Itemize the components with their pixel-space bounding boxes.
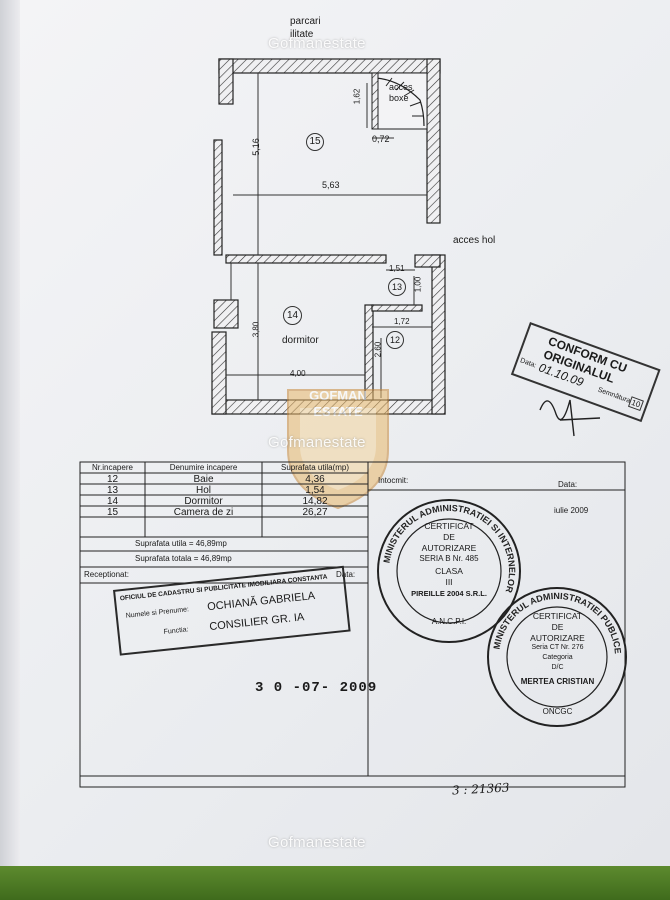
stamp1-bottom: A.N.C.P.I. <box>431 617 467 626</box>
stamp2-l4: Seria CT Nr. 276 <box>531 644 584 651</box>
watermark-bottom: Gofmanestate <box>268 834 366 851</box>
logo-text-1: GOFMAN <box>309 388 367 403</box>
stair-label-1: acces <box>389 82 413 92</box>
stamp2-l2: DE <box>551 622 564 632</box>
stamp1-l4: SERIA B Nr. 485 <box>419 554 479 563</box>
room-number-12: 12 <box>386 331 404 349</box>
row-14-area: 14,82 <box>302 496 328 507</box>
dim-172: 1,72 <box>394 317 410 326</box>
background-grass <box>0 866 670 900</box>
prepared-date-label: Data: <box>558 480 578 489</box>
total-area: Suprafata totala = 46,89mp <box>135 554 232 563</box>
watermark-middle: Gofmanestate <box>268 434 366 451</box>
stamp2-l1: CERTIFICAT <box>532 611 583 621</box>
room-number-14: 14 <box>283 306 302 325</box>
upper-room-walls <box>213 58 441 264</box>
row-15-area: 26,27 <box>302 507 328 518</box>
stamp1-l6: III <box>445 577 453 587</box>
row-15-nr: 15 <box>106 507 119 518</box>
page-edge <box>0 0 20 868</box>
row-13-name: Hol <box>195 485 211 496</box>
stamp1-l7: PIREILLE 2004 S.R.L. <box>411 589 487 598</box>
stamp1-l2: DE <box>443 532 455 542</box>
row-12-area: 4,36 <box>305 474 325 485</box>
logo-text-2: ESTATE <box>313 404 363 419</box>
stamp2-l6: D/C <box>551 664 564 671</box>
row-13-area: 1,54 <box>305 485 325 496</box>
stair-label-2: boxe <box>389 93 409 103</box>
header-area: Suprafata utila(mp) <box>280 463 350 472</box>
bedroom-label: dormitor <box>282 335 319 346</box>
row-14-nr: 14 <box>106 496 119 507</box>
inner-lines <box>226 73 432 400</box>
received-label: Receptionat: <box>84 570 129 579</box>
stamp1-l3: AUTORIZARE <box>421 543 477 553</box>
received-date-stamp: 3 0 -07- 2009 <box>255 680 378 696</box>
room-number-15: 15 <box>306 133 324 151</box>
stamp2-l7: MERTEA CRISTIAN <box>520 677 595 686</box>
stamp2-l5: Categoria <box>542 654 573 661</box>
row-15-name: Camera de zi <box>173 507 234 518</box>
stamp2-l3: AUTORIZARE <box>530 633 585 643</box>
top-label-1: parcari <box>290 16 321 27</box>
top-label-2: ilitate <box>290 29 314 40</box>
dim-563: 5,63 <box>322 180 340 190</box>
handwritten-number: 3 : 21363 <box>451 780 510 798</box>
row-13-nr: 13 <box>106 485 119 496</box>
total-useful-area: Suprafata utila = 46,89mp <box>135 539 227 548</box>
dim-072: 0,72 <box>372 134 390 144</box>
prepared-by-label: Intocmit: <box>378 476 409 485</box>
prepared-date-value: iulie 2009 <box>554 506 589 515</box>
stamp1-l1: CERTIFICAT <box>424 521 474 531</box>
stamp2-bottom: ONCGC <box>542 707 573 716</box>
room-number-13: 13 <box>388 278 406 296</box>
access-hall-label: acces hol <box>453 235 496 246</box>
watermark-top: Gofmanestate <box>268 35 366 52</box>
received-date-label: Data: <box>336 570 356 579</box>
gofman-logo: GOFMAN ESTATE <box>278 380 398 510</box>
stamp1-l5: CLASA <box>435 566 463 576</box>
round-stamp-oncgc: MINISTERUL ADMINISTRATIEI PUBLICE CERTIF… <box>485 585 630 730</box>
dim-151: 1,51 <box>389 264 405 273</box>
stair-block <box>371 72 428 130</box>
row-14-name: Dormitor <box>184 496 223 507</box>
header-room-name: Denumire incapere <box>169 463 238 472</box>
row-12-name: Baie <box>193 474 214 485</box>
header-room-nr: Nr.incapere <box>92 463 133 472</box>
row-12-nr: 12 <box>106 474 119 485</box>
round-stamp-ministry: MINISTERUL ADMINISTRATIEI SI INTERNELOR … <box>375 497 523 645</box>
dim-400: 4,00 <box>290 369 306 378</box>
